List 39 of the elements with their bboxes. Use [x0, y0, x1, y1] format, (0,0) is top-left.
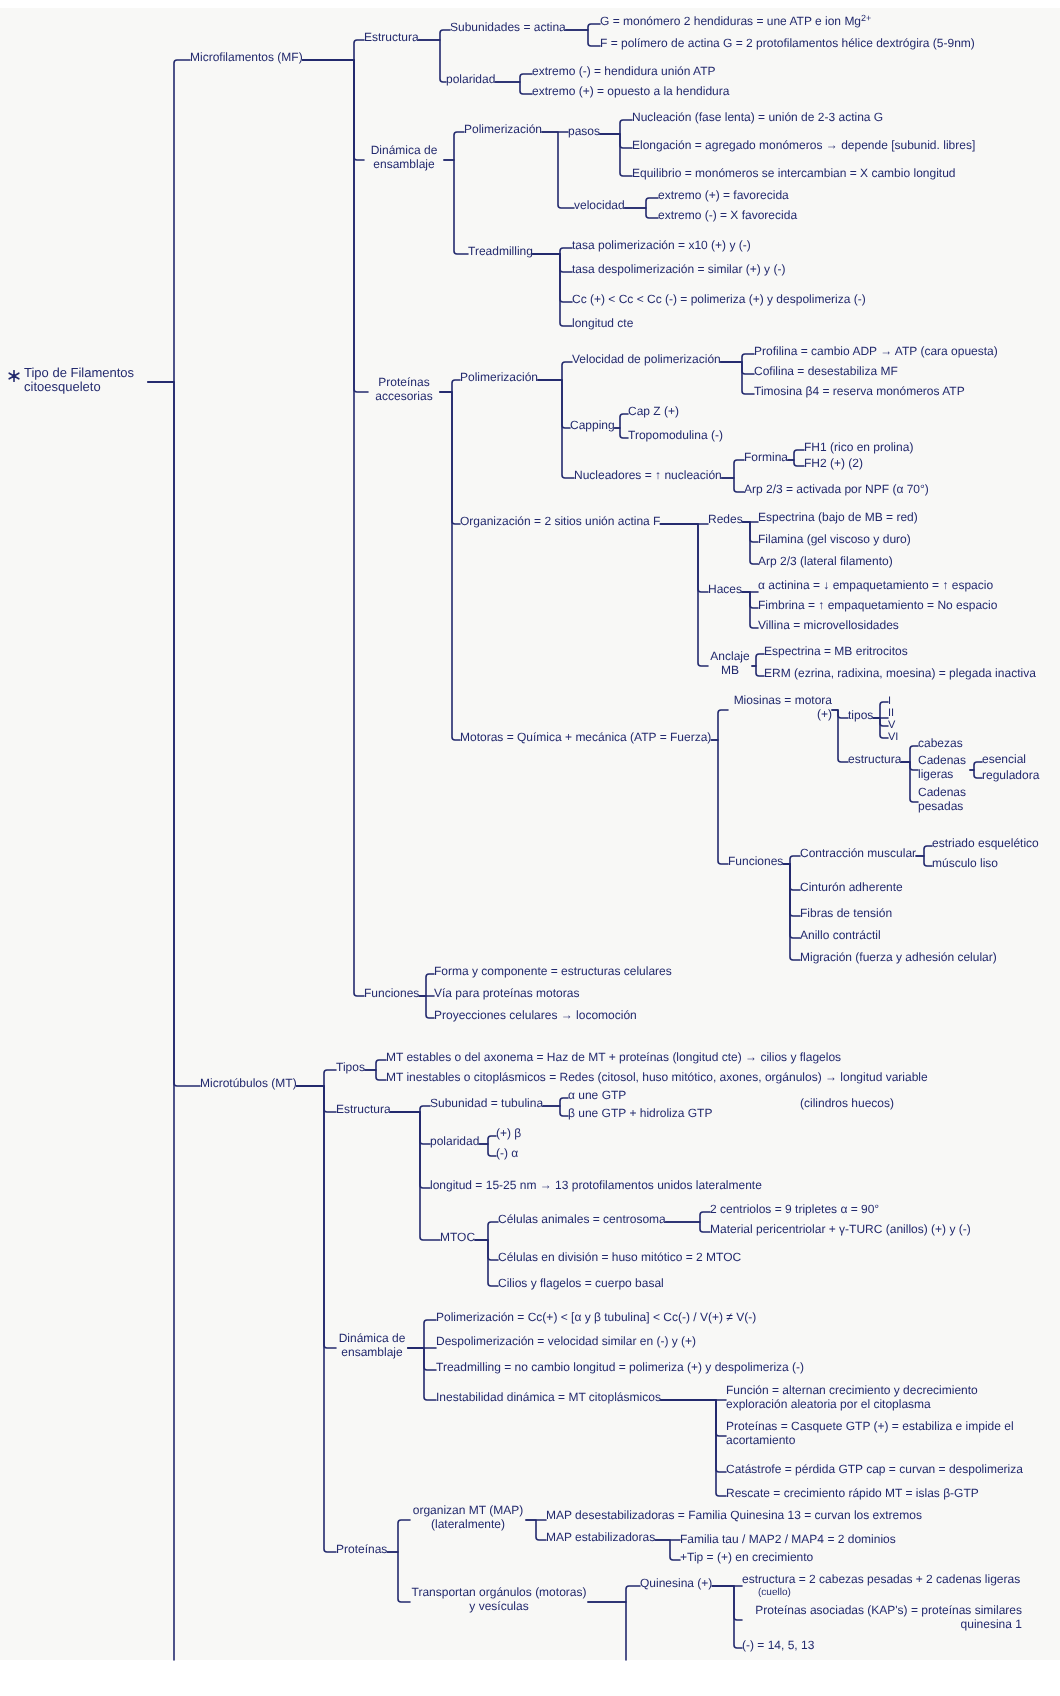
bracket-line — [407, 1347, 437, 1401]
bracket-line — [541, 131, 575, 209]
bracket-line — [494, 81, 533, 95]
bracket-line — [623, 207, 659, 219]
bracket-line — [532, 253, 573, 327]
bracket-line — [711, 1585, 743, 1649]
bracket-line — [969, 761, 983, 771]
bracket-line — [389, 1111, 441, 1241]
bracket-line — [525, 1519, 547, 1541]
bracket-line — [364, 1069, 387, 1081]
bracket-line — [660, 1399, 727, 1497]
bracket-line — [587, 1601, 627, 1661]
bracket-line — [741, 521, 759, 565]
bracket-line — [831, 709, 849, 763]
bracket-line — [565, 29, 601, 47]
bracket-line — [720, 361, 755, 395]
bracket-line — [900, 761, 919, 803]
bracket-line — [721, 477, 745, 493]
bracket-line — [654, 1539, 681, 1561]
bracket-line — [417, 39, 447, 83]
bracket-line — [787, 459, 805, 467]
bracket-line — [613, 413, 629, 429]
bracket-line — [542, 1105, 569, 1117]
bracket-line — [599, 133, 633, 177]
bracket-line — [915, 855, 933, 867]
bracket-line — [751, 665, 765, 677]
bracket-line — [474, 1239, 499, 1287]
bracket-line — [478, 1143, 497, 1157]
bracket-line — [872, 717, 889, 739]
bracket-line — [613, 427, 629, 439]
bracket-line — [664, 1221, 711, 1233]
bracket-line — [418, 995, 435, 1019]
bracket-line — [751, 653, 765, 667]
bracket-line — [147, 381, 175, 1661]
bracket-line — [659, 523, 709, 667]
bracket-line — [787, 449, 805, 461]
bracket-line — [741, 591, 759, 629]
bracket-line — [782, 863, 801, 961]
bracket-line — [969, 769, 983, 779]
